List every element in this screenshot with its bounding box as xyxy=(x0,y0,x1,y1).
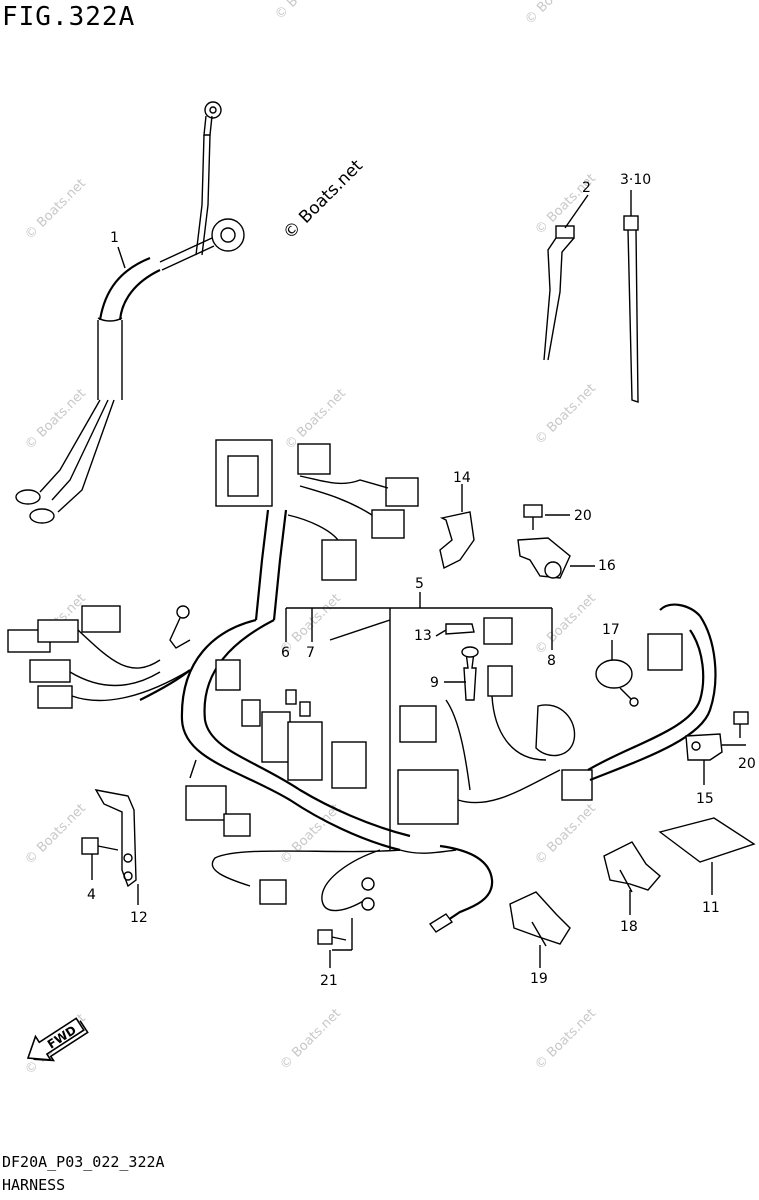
callout-labels: 1 2 3·10 14 20 16 5 13 6 7 8 9 17 20 15 … xyxy=(87,172,756,989)
callout-16: 16 xyxy=(598,558,616,574)
group-5-outline xyxy=(285,592,717,850)
watermark: © Boats.net xyxy=(532,381,599,448)
callout-1: 1 xyxy=(110,230,119,246)
callout-14: 14 xyxy=(453,470,471,486)
watermark-main: © Boats.net xyxy=(279,156,367,244)
clamp-18-part xyxy=(603,841,661,915)
watermark: © Boats.net xyxy=(532,1006,599,1073)
drawing-code: DF20A_P03_022_322A xyxy=(2,1153,165,1171)
watermark: © Boats.net xyxy=(22,176,89,243)
bracket-15-part xyxy=(685,711,749,785)
clamp-19-part xyxy=(509,891,571,968)
watermark: © Boats.net xyxy=(532,591,599,658)
callout-4: 4 xyxy=(87,887,96,903)
watermark: © Boats.net xyxy=(282,386,349,453)
bolt-and-clamp-part xyxy=(517,504,595,579)
watermark: © Boats.net xyxy=(522,0,589,28)
sheet-11-part xyxy=(658,817,756,895)
drawing-name: HARNESS xyxy=(2,1176,66,1194)
callout-8: 8 xyxy=(547,653,556,669)
callout-5: 5 xyxy=(415,576,424,592)
callout-13: 13 xyxy=(414,628,432,644)
watermark: © Boats.net xyxy=(277,801,344,868)
callout-17: 17 xyxy=(602,622,620,638)
wire-clip-17-part xyxy=(595,640,639,707)
callout-19: 19 xyxy=(530,971,548,987)
watermark: © Boats.net xyxy=(277,1006,344,1073)
callout-20-bottom: 20 xyxy=(738,756,756,772)
watermark: © Boats.net xyxy=(22,386,89,453)
strap-clip-part xyxy=(543,194,589,361)
main-harness-part xyxy=(7,439,494,933)
bracket-12-part xyxy=(81,789,139,905)
callout-3-10: 3·10 xyxy=(620,172,651,188)
callout-9: 9 xyxy=(430,675,439,691)
figure-title: FIG.322A xyxy=(2,2,136,32)
callout-21: 21 xyxy=(320,973,338,989)
callout-11: 11 xyxy=(702,900,720,916)
callout-20-top: 20 xyxy=(574,508,592,524)
bolt-21-part xyxy=(317,918,353,968)
callout-7: 7 xyxy=(306,645,315,661)
bracket-14-part xyxy=(439,484,475,570)
battery-cable-part xyxy=(15,101,245,524)
cable-tie-part xyxy=(623,190,639,403)
callout-18: 18 xyxy=(620,919,638,935)
callout-15: 15 xyxy=(696,791,714,807)
watermark: © Boats.net xyxy=(272,0,339,23)
watermark: © Boats.net xyxy=(22,801,89,868)
callout-6: 6 xyxy=(281,645,290,661)
callout-12: 12 xyxy=(130,910,148,926)
callout-2: 2 xyxy=(582,180,591,196)
watermark: © Boats.net xyxy=(532,801,599,868)
